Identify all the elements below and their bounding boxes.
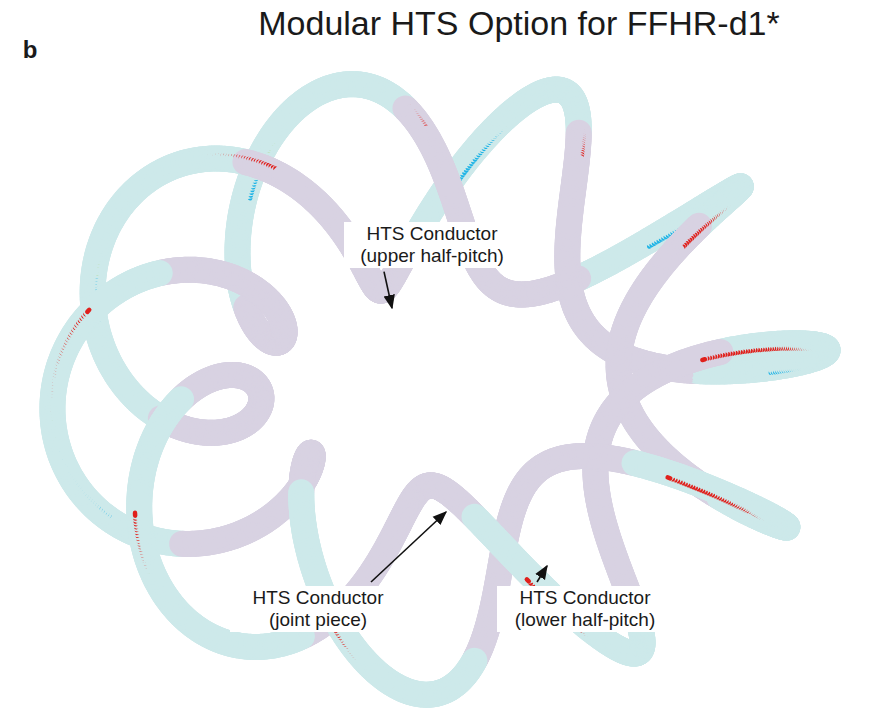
helical-coils	[52, 83, 829, 695]
